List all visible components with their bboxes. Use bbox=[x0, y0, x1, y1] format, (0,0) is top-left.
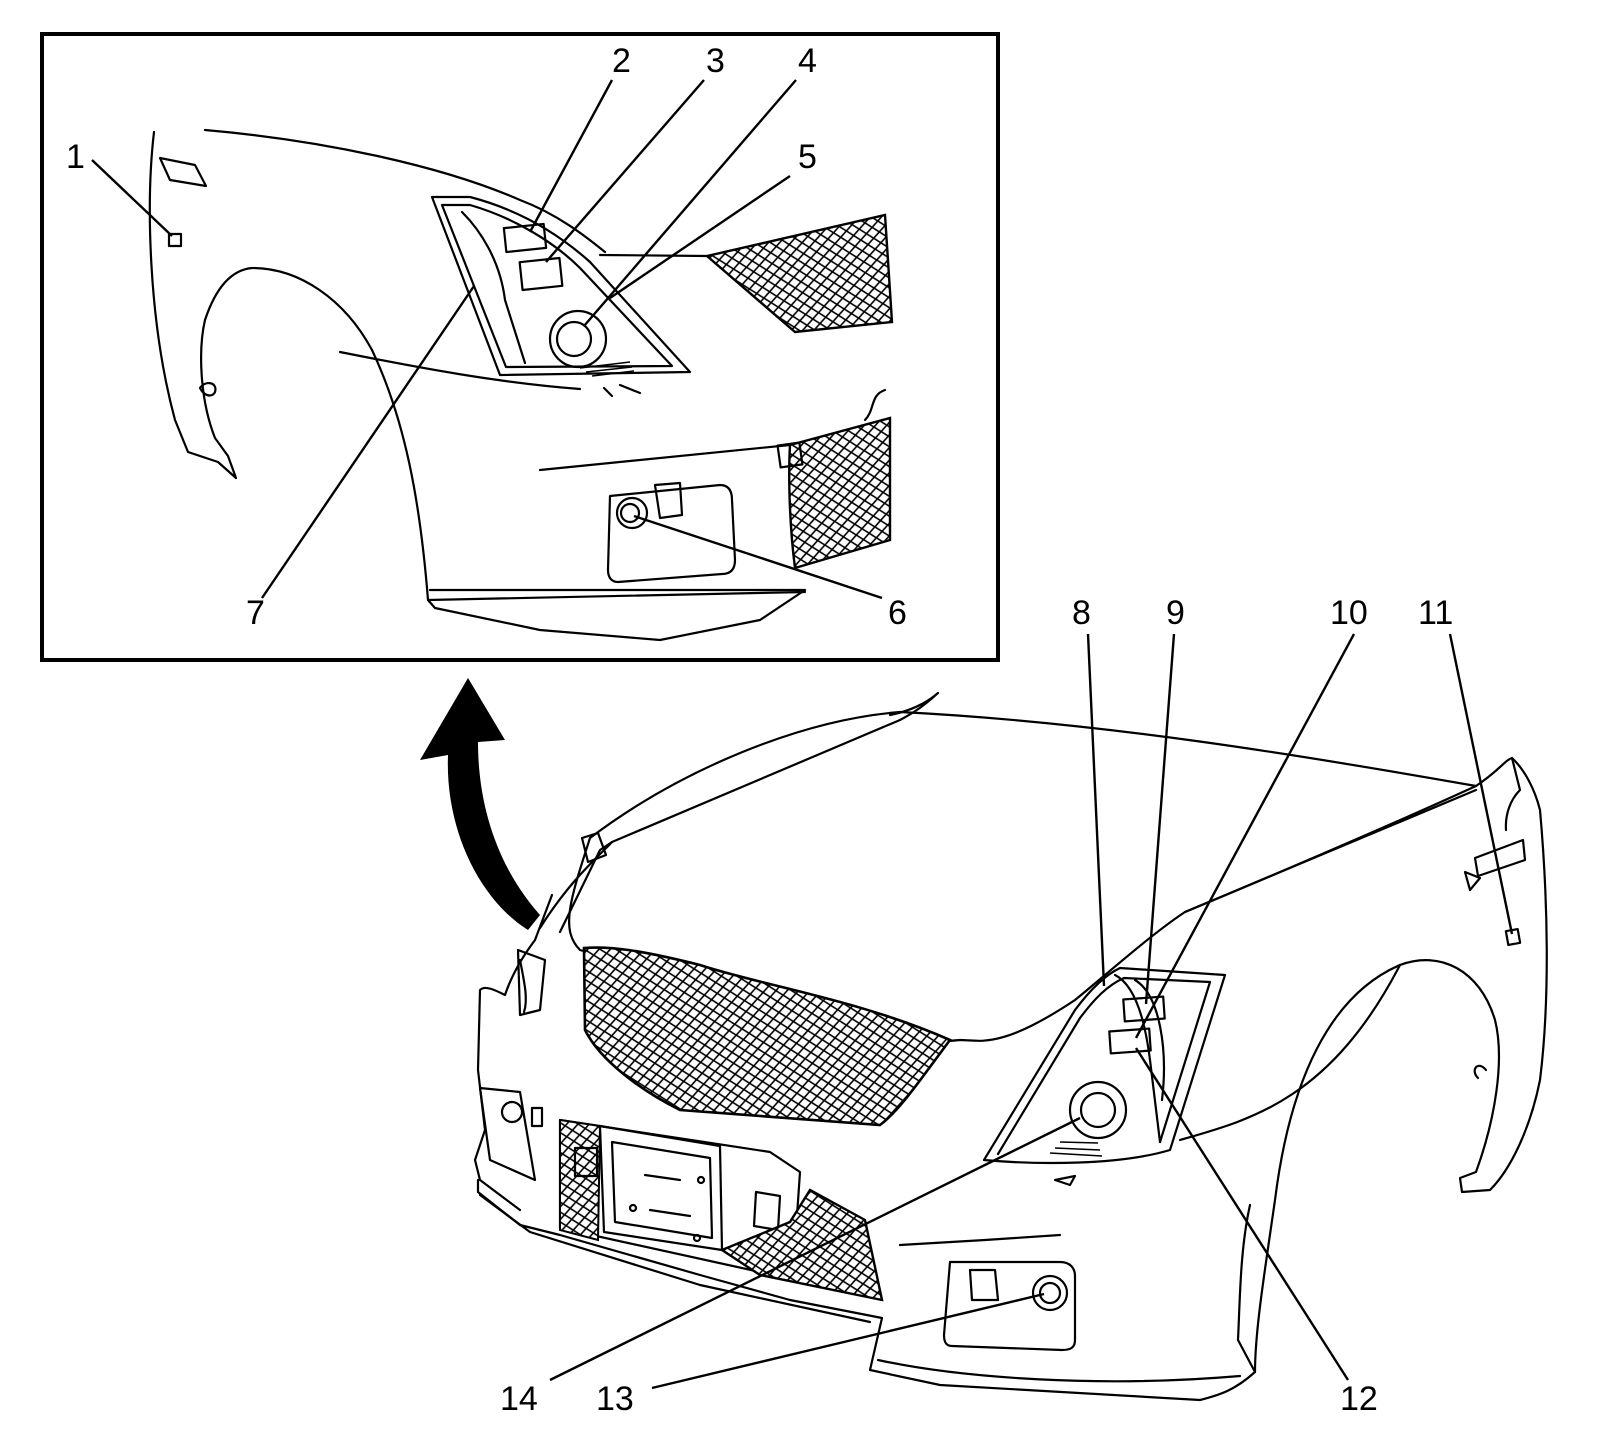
leader-2 bbox=[528, 79, 614, 233]
leader-6 bbox=[633, 514, 883, 600]
leader-1 bbox=[91, 159, 173, 237]
inset-fender-notch bbox=[198, 382, 217, 397]
inset-fender-clip bbox=[167, 232, 183, 248]
leader-4 bbox=[583, 79, 797, 327]
detail-inset: 1 2 3 4 5 6 7 bbox=[40, 32, 1000, 662]
callout-3: 3 bbox=[706, 42, 725, 80]
main-left-fog-opening bbox=[478, 1086, 537, 1182]
callout-6: 6 bbox=[888, 594, 907, 632]
callout-14: 14 bbox=[500, 1380, 538, 1418]
inset-fender bbox=[148, 130, 374, 480]
main-fender-clip bbox=[1504, 927, 1522, 947]
leader-12 bbox=[1134, 1047, 1350, 1381]
inset-fog-lamp bbox=[606, 481, 737, 584]
callout-12: 12 bbox=[1340, 1380, 1378, 1418]
callout-1: 1 bbox=[66, 138, 85, 176]
headlamp-projector-outer bbox=[548, 309, 608, 369]
main-right-fender bbox=[1253, 756, 1548, 1374]
main-upper-grille bbox=[582, 946, 953, 1127]
inset-bumper-crease bbox=[538, 443, 792, 472]
headlamp-box-upper bbox=[502, 222, 548, 254]
callout-4: 4 bbox=[798, 42, 817, 80]
leader-5 bbox=[609, 175, 791, 299]
inset-bumper-lower bbox=[370, 348, 807, 642]
inset-side-marker bbox=[158, 156, 208, 188]
main-vehicle-view: 8 9 10 11 12 13 14 bbox=[473, 594, 1548, 1418]
leader-9 bbox=[1144, 633, 1176, 1005]
leader-3 bbox=[545, 79, 705, 263]
callout-13: 13 bbox=[596, 1380, 634, 1418]
headlamp-projector-inner bbox=[555, 320, 593, 358]
callout-2: 2 bbox=[612, 42, 631, 80]
callout-7: 7 bbox=[246, 594, 265, 632]
inset-lower-grille bbox=[788, 416, 892, 570]
main-right-headlamp bbox=[982, 966, 1227, 1187]
main-right-fog-lamp bbox=[942, 1260, 1077, 1352]
inset-headlamp bbox=[430, 195, 692, 398]
callout-10: 10 bbox=[1330, 594, 1368, 632]
leader-14 bbox=[549, 1116, 1081, 1382]
curved-arrow-icon bbox=[420, 678, 540, 930]
license-plate-bracket bbox=[558, 1118, 802, 1274]
main-headlamp-box-lower bbox=[1108, 1027, 1152, 1055]
main-side-marker bbox=[1473, 838, 1527, 878]
leader-7 bbox=[261, 285, 475, 599]
main-headlamp-projector-outer bbox=[1068, 1080, 1128, 1140]
callout-5: 5 bbox=[798, 138, 817, 176]
inset-hood-line bbox=[203, 128, 607, 254]
leader-11 bbox=[1448, 633, 1514, 935]
callout-11: 11 bbox=[1418, 594, 1453, 632]
inset-upper-grille bbox=[704, 213, 894, 334]
headlamp-box-lower bbox=[518, 256, 564, 292]
inset-bumper-line bbox=[338, 350, 582, 391]
leader-10 bbox=[1134, 633, 1356, 1039]
main-headlamp-projector-inner bbox=[1079, 1091, 1117, 1129]
leader-13 bbox=[651, 1292, 1045, 1390]
callout-8: 8 bbox=[1072, 594, 1091, 632]
callout-9: 9 bbox=[1166, 594, 1185, 632]
main-bumper bbox=[476, 1178, 1257, 1402]
leader-8 bbox=[1086, 633, 1106, 987]
